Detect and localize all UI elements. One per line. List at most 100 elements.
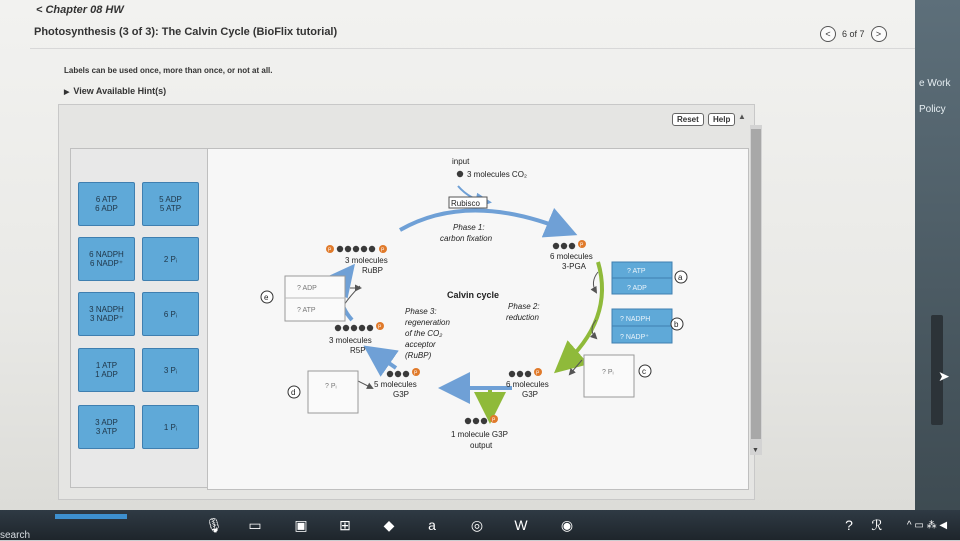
drop-e-bottom: ? ATP <box>297 307 316 314</box>
help-circle-icon[interactable]: ? <box>845 517 853 533</box>
panel-scrollbar[interactable]: ▼ <box>750 125 762 455</box>
drop-b-top: ? NADPH <box>620 316 650 323</box>
phosphate-label-1: P <box>381 248 385 254</box>
drop-c-text: ? Pᵢ <box>602 369 614 376</box>
drop-b-bottom: ? NADP⁺ <box>620 334 649 341</box>
r5p-chain <box>334 322 384 332</box>
people-icon[interactable]: ℛ <box>871 516 883 533</box>
help-button[interactable]: Help <box>708 113 736 126</box>
pager-text: 6 of 7 <box>842 29 865 39</box>
rubp-count: 3 molecules <box>345 256 388 265</box>
arrow-c-curve <box>568 359 583 376</box>
microphone-icon[interactable]: 🎙 <box>205 516 223 533</box>
g3p6-count: 6 molecules <box>506 380 549 389</box>
drop-a-bottom: ? ADP <box>627 285 647 292</box>
side-link-work[interactable]: e Work <box>919 78 951 89</box>
label-tile-6pi[interactable]: 6 Pᵢ <box>142 292 199 336</box>
g3p5-name: G3P <box>393 390 409 399</box>
label-tile-6nadph-6nadp[interactable]: 6 NADPH 6 NADP⁺ <box>78 237 135 281</box>
label-tile-3nadph-3nadp[interactable]: 3 NADPH 3 NADP⁺ <box>78 292 135 336</box>
marker-b-bg <box>670 317 684 331</box>
word-icon[interactable]: W <box>514 517 528 533</box>
phosphate-label-5: P <box>536 371 540 377</box>
right-sidebar: e Work Policy <box>915 0 960 510</box>
pager: < 6 of 7 > <box>820 26 887 42</box>
phase3-title: Phase 3: <box>405 307 437 316</box>
label-tile-2pi[interactable]: 2 Pᵢ <box>142 237 199 281</box>
chapter-link[interactable]: < Chapter 08 HW <box>36 4 124 16</box>
pga-name: 3-PGA <box>562 262 587 271</box>
phosphate-label-3: P <box>378 325 382 331</box>
marker-d-bg <box>287 385 301 399</box>
phase1-title: Phase 1: <box>453 223 485 232</box>
output-label: output <box>470 441 493 450</box>
rubp-name: RuBP <box>362 266 383 275</box>
hints-toggle[interactable]: ▶View Available Hint(s) <box>64 86 166 96</box>
marker-e-bg <box>260 290 274 304</box>
r5p-name: R5P <box>350 346 366 355</box>
arrow-b-curve <box>589 319 598 340</box>
rubp-chain <box>326 245 387 253</box>
dropbox-icon[interactable]: ◆ <box>383 516 395 533</box>
caret-up-icon[interactable]: ▲ <box>738 112 746 121</box>
tripadvisor-icon[interactable]: ◎ <box>470 516 484 533</box>
marker-e: e <box>264 293 269 302</box>
instructions-text: Labels can be used once, more than once,… <box>64 66 273 75</box>
arrow-reduction <box>553 261 604 374</box>
chrome-icon[interactable]: ◉ <box>560 516 574 533</box>
marker-a-bg <box>674 270 688 284</box>
rubisco-label: Rubisco <box>451 199 480 208</box>
drop-zone-d <box>307 370 359 414</box>
store-icon[interactable]: ⊞ <box>339 516 351 533</box>
label-tile-1atp-1adp[interactable]: 1 ATP 1 ADP <box>78 348 135 392</box>
phase3-line4: (RuBP) <box>405 351 432 360</box>
label-tile-6atp-6adp[interactable]: 6 ATP 6 ADP <box>78 182 135 226</box>
system-tray[interactable]: ^ ▭ ⁂ ◀ <box>906 519 948 531</box>
label-tile-1pi[interactable]: 1 Pᵢ <box>142 405 199 449</box>
arrow-d-curve <box>355 379 374 389</box>
phosphate-label-6: P <box>492 418 496 424</box>
marker-d: d <box>291 388 295 397</box>
g3p5-count: 5 molecules <box>374 380 417 389</box>
phosphate-label-4: P <box>414 371 418 377</box>
amazon-icon[interactable]: a <box>428 517 436 533</box>
file-explorer-icon[interactable]: ▣ <box>294 516 308 533</box>
input-title: input <box>452 157 470 166</box>
next-page-button[interactable]: > <box>870 26 887 42</box>
label-tile-5adp-5atp[interactable]: 5 ADP 5 ATP <box>142 182 199 226</box>
marker-a: a <box>678 273 683 282</box>
phase3-line3: acceptor <box>405 340 436 349</box>
drop-zone-c <box>583 354 635 398</box>
cycle-name: Calvin cycle <box>447 290 499 300</box>
drop-d-text: ? Pᵢ <box>325 383 337 390</box>
label-tile-3pi[interactable]: 3 Pᵢ <box>142 348 199 392</box>
side-link-policy[interactable]: Policy <box>919 104 946 115</box>
panel-scroll-thumb[interactable] <box>751 129 761 439</box>
task-view-icon[interactable]: ▭ <box>248 516 262 533</box>
input-detail: 3 molecules CO₂ <box>467 170 527 179</box>
cursor-icon: ➤ <box>938 368 950 384</box>
taskbar-search[interactable]: search <box>0 530 31 541</box>
label-tile-3adp-3atp[interactable]: 3 ADP 3 ATP <box>78 405 135 449</box>
drop-e-top: ? ADP <box>297 285 317 292</box>
phase3-line1: regeneration <box>405 318 450 327</box>
output-count: 1 molecule G3P <box>451 430 508 439</box>
g3p-output-chain <box>464 415 498 425</box>
arrow-e-curve <box>343 285 361 306</box>
marker-c-bg <box>638 364 652 378</box>
scroll-down-icon[interactable]: ▼ <box>752 447 759 454</box>
pga-chain <box>552 240 586 250</box>
r5p-count: 3 molecules <box>329 336 372 345</box>
prev-page-button[interactable]: < <box>820 26 836 42</box>
phase2-detail: reduction <box>506 313 539 322</box>
page-scrollbar[interactable] <box>931 315 943 425</box>
marker-c: c <box>642 367 646 376</box>
phosphate-label-2: P <box>580 243 584 249</box>
drop-a-top: ? ATP <box>627 268 646 275</box>
windows-taskbar <box>0 510 960 540</box>
arrow-fixation <box>399 207 578 238</box>
phosphate-label-0: P <box>328 248 332 254</box>
g3p6-name: G3P <box>522 390 538 399</box>
reset-button[interactable]: Reset <box>672 113 704 126</box>
